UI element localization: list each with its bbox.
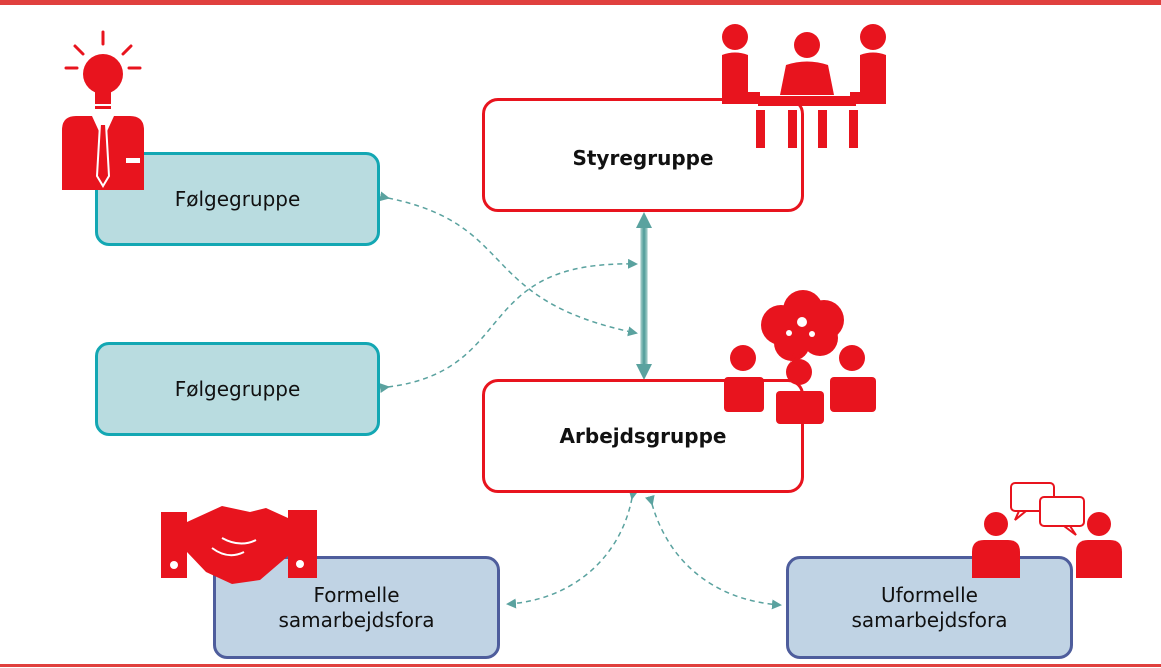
top-rule bbox=[0, 0, 1161, 5]
formelle-label: Formelle samarbejdsfora bbox=[278, 582, 435, 632]
arbejdsgruppe-node: Arbejdsgruppe bbox=[482, 379, 804, 493]
bottom-rule bbox=[0, 664, 1161, 667]
arbejd-uformelle-connector bbox=[644, 494, 782, 610]
arbejd-formelle-connector bbox=[506, 489, 639, 609]
folgegruppe-top-label: Følgegruppe bbox=[174, 186, 301, 211]
styregruppe-label: Styregruppe bbox=[572, 145, 714, 170]
uformelle-label: Uformelle samarbejdsfora bbox=[851, 582, 1008, 632]
styregruppe-node: Styregruppe bbox=[482, 98, 804, 212]
folge1-arbejd-connector bbox=[379, 191, 638, 337]
folgegruppe-bottom-label: Følgegruppe bbox=[174, 376, 301, 401]
folge2-styre-connector bbox=[379, 258, 638, 393]
uformelle-node: Uformelle samarbejdsfora bbox=[786, 556, 1073, 659]
folgegruppe-bottom-node: Følgegruppe bbox=[95, 342, 380, 436]
folgegruppe-top-node: Følgegruppe bbox=[95, 152, 380, 246]
arbejdsgruppe-label: Arbejdsgruppe bbox=[559, 423, 727, 448]
formelle-node: Formelle samarbejdsfora bbox=[213, 556, 500, 659]
